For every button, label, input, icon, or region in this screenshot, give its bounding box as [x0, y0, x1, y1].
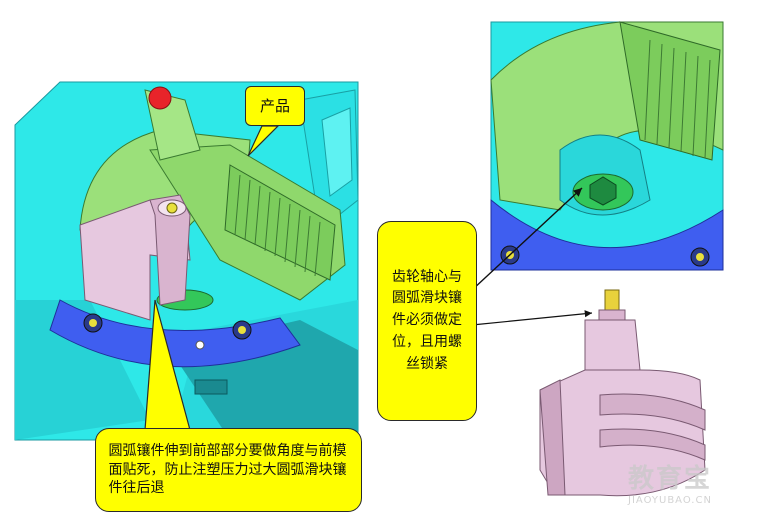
watermark-logo-text: 教育宝	[628, 464, 713, 494]
arc-callout-pointer	[144, 299, 191, 431]
gear-note-text: 齿轮轴心与圆弧滑块镶件必须做定位，且用螺丝锁紧	[392, 268, 462, 372]
product-callout: 产品	[245, 86, 305, 126]
gear-note-callout: 齿轮轴心与圆弧滑块镶件必须做定位，且用螺丝锁紧	[377, 221, 477, 421]
watermark-url: JIAOYUBAO.CN	[628, 495, 712, 506]
arc-note-callout: 圆弧镶件伸到前部部分要做角度与前模面贴死，防止注塑压力过大圆弧滑块镶件往后退	[95, 428, 362, 512]
gear-callout-arrow	[471, 187, 583, 291]
watermark: 教育宝 JIAOYUBAO.CN	[628, 458, 758, 506]
product-callout-label: 产品	[259, 96, 290, 115]
product-callout-pointer	[247, 125, 280, 157]
arc-note-text: 圆弧镶件伸到前部部分要做角度与前模面贴死，防止注塑压力过大圆弧滑块镶件往后退	[108, 442, 347, 497]
part-callout-arrow	[471, 310, 593, 326]
